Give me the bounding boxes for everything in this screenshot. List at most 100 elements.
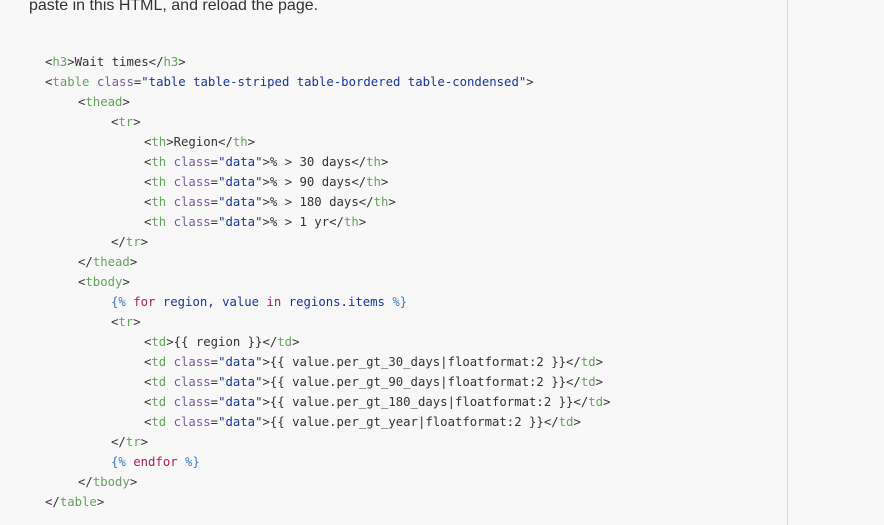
code-token-str: "data" [218,195,263,209]
code-token-punct: </ [262,335,278,349]
code-token-tag: tr [125,435,141,449]
code-token-punct: </ [329,215,344,229]
code-token-punct: < [144,335,152,349]
code-line: </thead> [45,252,610,272]
code-token-punct: </ [78,255,93,269]
code-token-tag: tbody [92,475,130,489]
code-token-punct: < [111,315,119,329]
code-token-punct: > [178,55,186,69]
code-token-punct: </ [351,155,367,169]
code-token-punct: = [210,355,219,369]
code-token-attr: class [96,75,134,89]
code-token-punct: = [210,375,219,389]
code-token-tag: thead [85,95,123,109]
code-token-punct: < [144,195,152,209]
code-token-punct: > [262,215,270,229]
code-token-tag: th [151,175,167,189]
code-line: </tbody> [45,472,610,492]
code-token-punct: > [166,135,174,149]
code-token-punct: < [144,395,152,409]
code-token-tag: th [366,175,381,189]
code-token-tag: tr [118,115,134,129]
code-token-text: Region [173,135,219,149]
code-token-text [166,415,173,429]
code-line: <td class="data">{{ value.per_gt_90_days… [45,372,610,392]
code-token-kw: in [266,295,282,309]
code-line: <tbody> [45,272,610,292]
code-token-text [178,455,185,469]
code-line: <td class="data">{{ value.per_gt_180_day… [45,392,610,412]
code-token-punct: > [380,175,389,189]
code-token-punct: > [133,315,141,329]
code-token-punct: < [45,55,53,69]
code-token-str: "data" [218,375,263,389]
code-token-punct: </ [543,415,559,429]
code-token-tag: th [151,195,167,209]
code-line: <tr> [45,112,610,132]
code-token-str: "table table-striped table-bordered tabl… [141,75,527,89]
code-token-punct: </ [566,375,581,389]
code-token-punct: > [573,415,581,429]
code-token-punct: </ [566,355,581,369]
code-token-text [166,395,173,409]
code-token-punct: > [262,375,270,389]
code-token-tag: td [558,415,574,429]
code-token-tag: tr [118,315,134,329]
code-token-kw: endfor [133,455,178,469]
code-token-punct: < [111,115,119,129]
code-token-punct: < [144,355,152,369]
code-token-punct: > [166,335,174,349]
code-token-punct: > [262,395,270,409]
code-token-text: {{ value.per_gt_30_days|floatformat:2 }} [269,355,567,369]
code-token-tag: th [151,155,167,169]
code-token-punct: > [603,395,611,409]
code-token-text [166,175,173,189]
code-token-punct: < [144,375,152,389]
code-line: </table> [45,492,610,512]
code-token-str: "data" [218,175,263,189]
code-line: {% for region, value in regions.items %} [45,292,610,312]
code-token-tag: td [277,335,293,349]
code-token-punct: = [210,415,219,429]
code-token-tag: tr [125,235,141,249]
intro-paragraph: paste in this HTML, and reload the page. [29,0,319,14]
code-line: <th class="data">% > 90 days</th> [45,172,610,192]
code-token-tag: tbody [85,275,123,289]
code-token-tpl: {% [111,455,126,469]
code-token-punct: </ [45,495,60,509]
code-line: <th class="data">% > 180 days</th> [45,192,610,212]
code-token-str: "data" [218,215,263,229]
code-token-punct: </ [78,475,93,489]
code-token-text [166,155,173,169]
code-token-text [166,375,173,389]
code-token-punct: > [133,115,141,129]
code-token-tag: td [580,355,596,369]
code-token-punct: > [595,375,604,389]
code-token-tag: th [232,135,248,149]
code-token-attr: class [173,375,211,389]
code-token-punct: > [262,155,270,169]
code-token-kw: for [133,295,156,309]
code-line: <td>{{ region }}</td> [45,332,610,352]
code-token-tag: td [151,355,167,369]
sidebar-divider [787,0,788,525]
code-token-punct: > [380,155,389,169]
code-token-attr: class [173,155,211,169]
code-token-str: "data" [218,415,263,429]
code-token-punct: = [210,175,219,189]
code-token-punct: </ [111,435,126,449]
code-token-punct: = [210,195,219,209]
code-token-tag: h3 [163,55,179,69]
code-token-punct: < [78,275,86,289]
code-token-tag: td [588,395,604,409]
code-token-str: "data" [218,155,263,169]
code-token-punct: > [129,255,138,269]
code-token-punct: > [595,355,604,369]
code-token-punct: > [122,95,130,109]
code-token-attr: class [173,415,211,429]
code-token-punct: = [210,395,219,409]
code-token-text: % > 90 days [269,175,352,189]
code-token-punct: = [133,75,142,89]
code-token-tag: h3 [52,55,68,69]
code-token-text: {{ value.per_gt_180_days|floatformat:2 }… [269,395,574,409]
